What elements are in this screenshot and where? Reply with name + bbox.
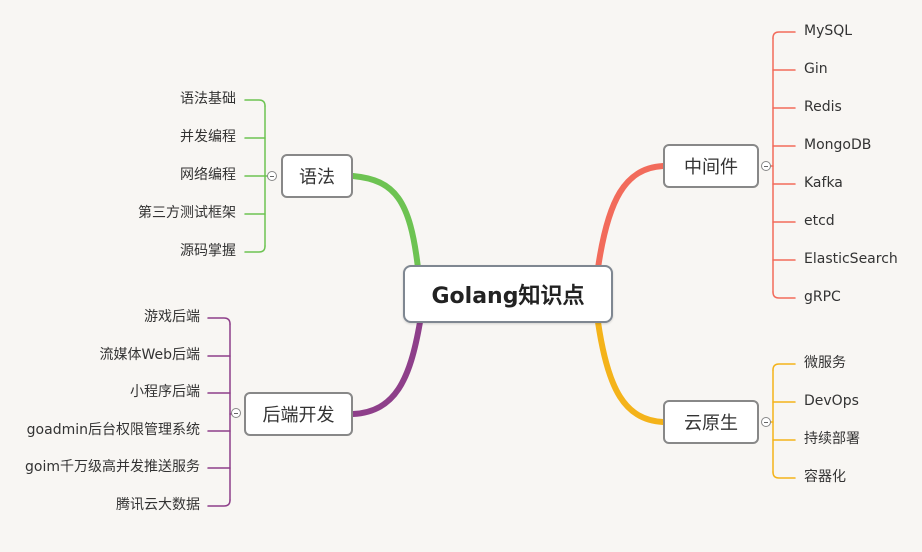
leaf-connector-cloudnative bbox=[772, 471, 796, 479]
collapse-toggle-syntax[interactable] bbox=[267, 171, 277, 181]
leaf-connector-syntax bbox=[244, 245, 266, 253]
leaf-backend-0[interactable]: 游戏后端 bbox=[144, 309, 200, 325]
branch-node-cloudnative[interactable]: 云原生 bbox=[663, 400, 759, 444]
leaf-cloudnative-0[interactable]: 微服务 bbox=[804, 355, 846, 371]
leaf-connector-syntax bbox=[244, 99, 266, 107]
leaf-middleware-6[interactable]: ElasticSearch bbox=[804, 251, 898, 267]
leaf-middleware-3[interactable]: MongoDB bbox=[804, 137, 872, 153]
leaf-cloudnative-3[interactable]: 容器化 bbox=[804, 469, 846, 485]
connector-root-middleware bbox=[595, 163, 666, 271]
leaf-connector-middleware bbox=[772, 291, 796, 299]
leaf-middleware-5[interactable]: etcd bbox=[804, 213, 835, 229]
leaf-backend-2[interactable]: 小程序后端 bbox=[130, 384, 200, 400]
leaf-syntax-0[interactable]: 语法基础 bbox=[180, 91, 236, 107]
collapse-toggle-backend[interactable] bbox=[231, 408, 241, 418]
leaf-middleware-4[interactable]: Kafka bbox=[804, 175, 843, 191]
leaf-connector-cloudnative bbox=[772, 363, 796, 371]
leaf-connector-backend bbox=[207, 317, 231, 325]
leaf-connector-backend bbox=[207, 499, 231, 507]
leaf-middleware-1[interactable]: Gin bbox=[804, 61, 828, 77]
leaf-syntax-3[interactable]: 第三方测试框架 bbox=[138, 205, 236, 221]
collapse-toggle-middleware[interactable] bbox=[761, 161, 771, 171]
collapse-toggle-cloudnative[interactable] bbox=[761, 417, 771, 427]
branch-node-middleware[interactable]: 中间件 bbox=[663, 144, 759, 188]
leaf-backend-3[interactable]: goadmin后台权限管理系统 bbox=[26, 422, 200, 438]
leaf-syntax-1[interactable]: 并发编程 bbox=[180, 129, 236, 145]
leaf-cloudnative-2[interactable]: 持续部署 bbox=[804, 431, 860, 447]
leaf-backend-1[interactable]: 流媒体Web后端 bbox=[99, 347, 200, 363]
leaf-connector-middleware bbox=[772, 31, 796, 39]
leaf-middleware-0[interactable]: MySQL bbox=[804, 23, 853, 39]
leaf-syntax-4[interactable]: 源码掌握 bbox=[180, 243, 236, 259]
connector-root-backend bbox=[350, 319, 423, 417]
leaf-cloudnative-1[interactable]: DevOps bbox=[804, 393, 859, 409]
root-node[interactable]: Golang知识点 bbox=[403, 265, 613, 323]
connector-root-cloudnative bbox=[595, 319, 666, 425]
leaf-middleware-7[interactable]: gRPC bbox=[804, 289, 841, 305]
branch-node-syntax[interactable]: 语法 bbox=[281, 154, 353, 198]
leaf-middleware-2[interactable]: Redis bbox=[804, 99, 842, 115]
branch-node-backend[interactable]: 后端开发 bbox=[244, 392, 353, 436]
leaf-syntax-2[interactable]: 网络编程 bbox=[180, 167, 236, 183]
connector-root-syntax bbox=[350, 173, 421, 271]
leaf-backend-5[interactable]: 腾讯云大数据 bbox=[116, 497, 200, 513]
leaf-backend-4[interactable]: goim千万级高并发推送服务 bbox=[25, 459, 200, 475]
